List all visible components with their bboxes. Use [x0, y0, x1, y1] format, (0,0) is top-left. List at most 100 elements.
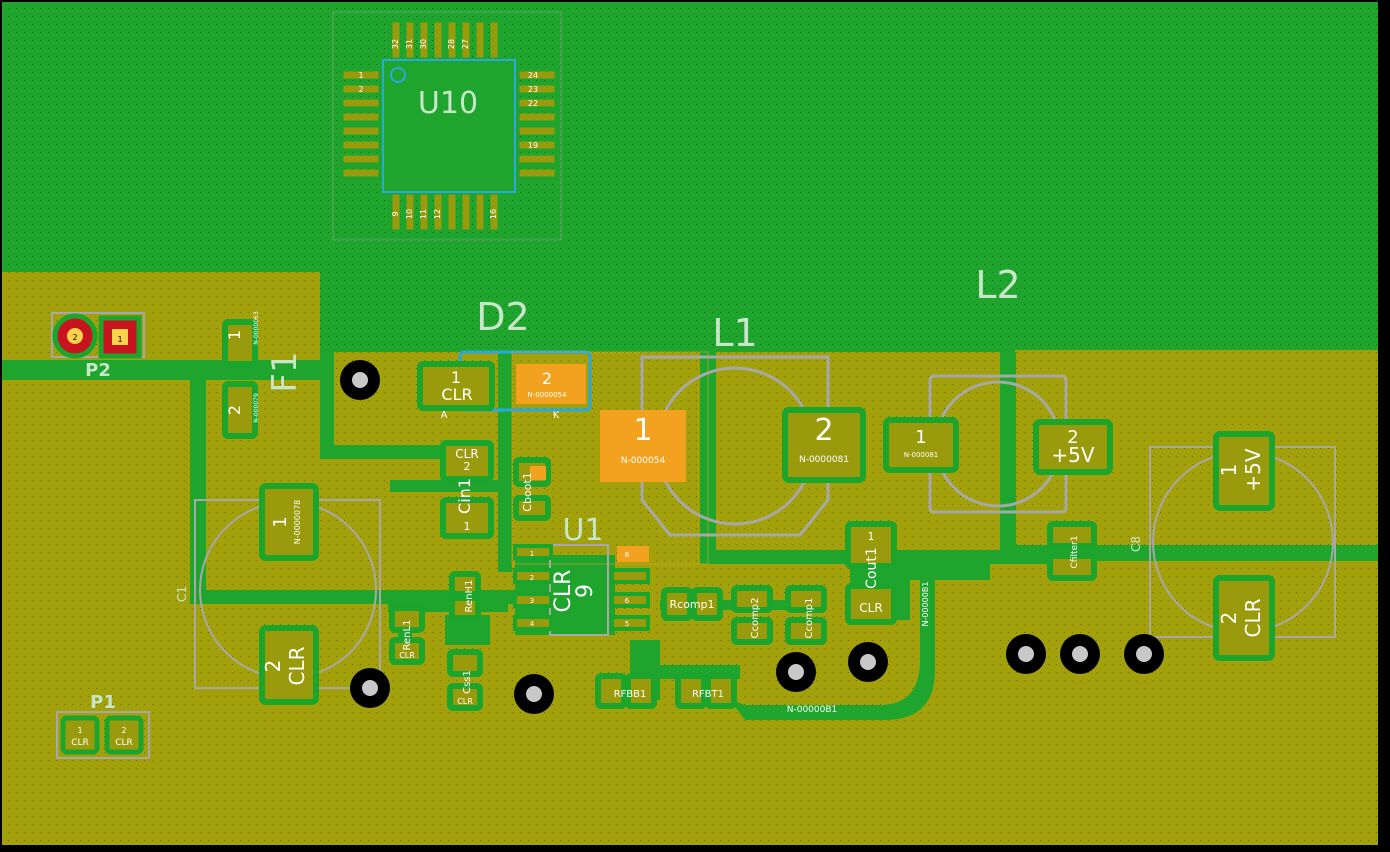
c1-pad1-num: 1	[270, 516, 291, 527]
p2-pad1: 1	[117, 335, 122, 344]
renl1-clr: CLR	[399, 651, 415, 660]
c8-pad1-net: +5V	[1241, 448, 1265, 491]
c1-pad2-clr: CLR	[285, 646, 309, 685]
ref-u10: U10	[418, 86, 478, 121]
ccomp2-ref: Ccomp2	[750, 597, 761, 638]
l1-pad2-net: N-0000081	[799, 455, 849, 465]
ref-p1: P1	[90, 692, 116, 713]
c8-pad1-num: 1	[1217, 464, 1241, 477]
smd-pads	[222, 319, 1275, 711]
p1-pad2-num: 2	[121, 726, 126, 735]
pad-labels: 1 CLR 2 N-0000054 A K 1 N-000054 2 N-000…	[71, 311, 1265, 748]
d2-pad2-net: N-0000054	[528, 391, 567, 399]
reference-designators: U10 D2 L1 L2 F1 U1 P2 P1 C1 C8	[85, 86, 1143, 713]
hatched-area	[511, 351, 709, 565]
u1-pin4: 4	[530, 620, 535, 628]
renh1-ref: RenH1	[464, 580, 475, 613]
p1-connector	[60, 715, 144, 755]
ref-d2: D2	[476, 295, 529, 339]
u1-pin6: 6	[625, 597, 630, 605]
l1-pad1-net: N-000054	[621, 456, 666, 466]
cout1-ref: Cout1	[864, 547, 880, 589]
u10-pin-bottom-5: 16	[489, 209, 498, 219]
ref-p2: P2	[85, 360, 111, 381]
cout1-clr: CLR	[859, 601, 882, 615]
renl1-ref: RenL1	[402, 620, 413, 651]
u10-pin-top-2: 31	[405, 39, 414, 49]
u1-pin8: 8	[625, 551, 629, 559]
p1-pad2-clr: CLR	[115, 738, 133, 748]
l2-pad2-net: +5V	[1051, 443, 1094, 467]
ref-l1: L1	[712, 311, 757, 355]
cin1-pad2: 2	[464, 460, 471, 473]
u1-pin2: 2	[530, 574, 534, 582]
css1-ref: Css1	[462, 670, 473, 694]
p2-pad2: 2	[72, 333, 77, 342]
p1-pad1-clr: CLR	[71, 738, 89, 748]
ccomp1-ref: Ccomp1	[804, 597, 815, 638]
rfbt1-ref: RFBT1	[692, 689, 724, 700]
u10-pin-right-2: 23	[528, 85, 538, 94]
d2-anode: A	[441, 410, 448, 421]
u10-pin-right-3: 22	[528, 99, 538, 108]
u10-pin-right-4: 19	[528, 141, 538, 150]
f1-pad2-net: N-000079	[253, 393, 260, 423]
cout1-pad1: 1	[868, 530, 875, 543]
p1-pad1-num: 1	[77, 726, 82, 735]
cin1-ref: Cin1	[455, 478, 474, 514]
l1-pad2-num: 2	[814, 413, 833, 448]
u1-pin3: 3	[530, 597, 534, 605]
ref-c1: C1	[175, 586, 189, 602]
u1-clr: CLR	[551, 570, 576, 613]
net-nb1-horizontal: N-00000B1	[787, 705, 838, 715]
u10-pin-right-1: 24	[528, 71, 538, 80]
u1-pin5: 5	[625, 620, 629, 628]
rcomp1-ref: Rcomp1	[669, 598, 714, 611]
cfilter1-ref: Cfilter1	[1070, 536, 1080, 569]
highlighted-pads	[516, 364, 686, 562]
cin1-clr: CLR	[455, 447, 478, 461]
u10-pin-left-2: 2	[358, 85, 363, 94]
u10-pin-top-3: 30	[419, 39, 428, 49]
cin1-pad1: 1	[464, 520, 471, 533]
u10-pin-numbers: 32 31 30 28 27 1 2 24 23 22 19 9 10 11 1…	[358, 39, 538, 219]
d2-pad1-clr: CLR	[441, 385, 472, 404]
vias	[340, 360, 1164, 714]
u10-pin-left-1: 1	[358, 71, 363, 80]
l2-pad1-net: N-000081	[904, 451, 938, 459]
ref-l2: L2	[975, 263, 1020, 307]
cboot1-ref: Cboot1	[521, 472, 534, 511]
dot-grid	[2, 2, 1378, 845]
d2-pad2-num: 2	[542, 369, 552, 388]
l1-pad1-num: 1	[633, 413, 652, 448]
rfbb1-ref: RFBB1	[614, 689, 647, 700]
ref-u1: U1	[562, 513, 603, 548]
u10-chip	[332, 11, 562, 241]
c1-pad2-num: 2	[261, 660, 285, 673]
d2-pad1-num: 1	[451, 368, 461, 387]
f1-pad1-net: N-0000063	[253, 311, 260, 345]
u10-pin-top-1: 32	[391, 39, 400, 49]
u1-pin9: 9	[573, 584, 598, 598]
ref-f1: F1	[265, 351, 305, 392]
d2-cathode: K	[553, 410, 560, 421]
u10-pin-bottom-3: 11	[419, 209, 428, 219]
u10-pin-bottom-2: 10	[405, 209, 414, 219]
u10-pin-top-4: 28	[447, 39, 456, 49]
l2-pad2-num: 2	[1067, 427, 1078, 448]
u10-pin-top-5: 27	[461, 39, 470, 49]
c1-pad1-net: N-0000078	[293, 500, 302, 545]
l2-pad1-num: 1	[915, 427, 926, 448]
ref-c8: C8	[1129, 536, 1143, 552]
traces	[2, 352, 1378, 720]
f1-pad1-num: 1	[225, 330, 244, 340]
f1-pad2-num: 2	[225, 405, 244, 415]
css1-clr: CLR	[457, 697, 473, 706]
c8-pad2-clr: CLR	[1241, 598, 1265, 637]
u10-pin-bottom-4: 12	[433, 209, 442, 219]
u1-pin1: 1	[530, 550, 534, 558]
net-nb1-vertical: N-00000B1	[921, 582, 930, 627]
u10-pin-bottom-1: 9	[391, 211, 400, 216]
p2-connector	[52, 313, 142, 359]
